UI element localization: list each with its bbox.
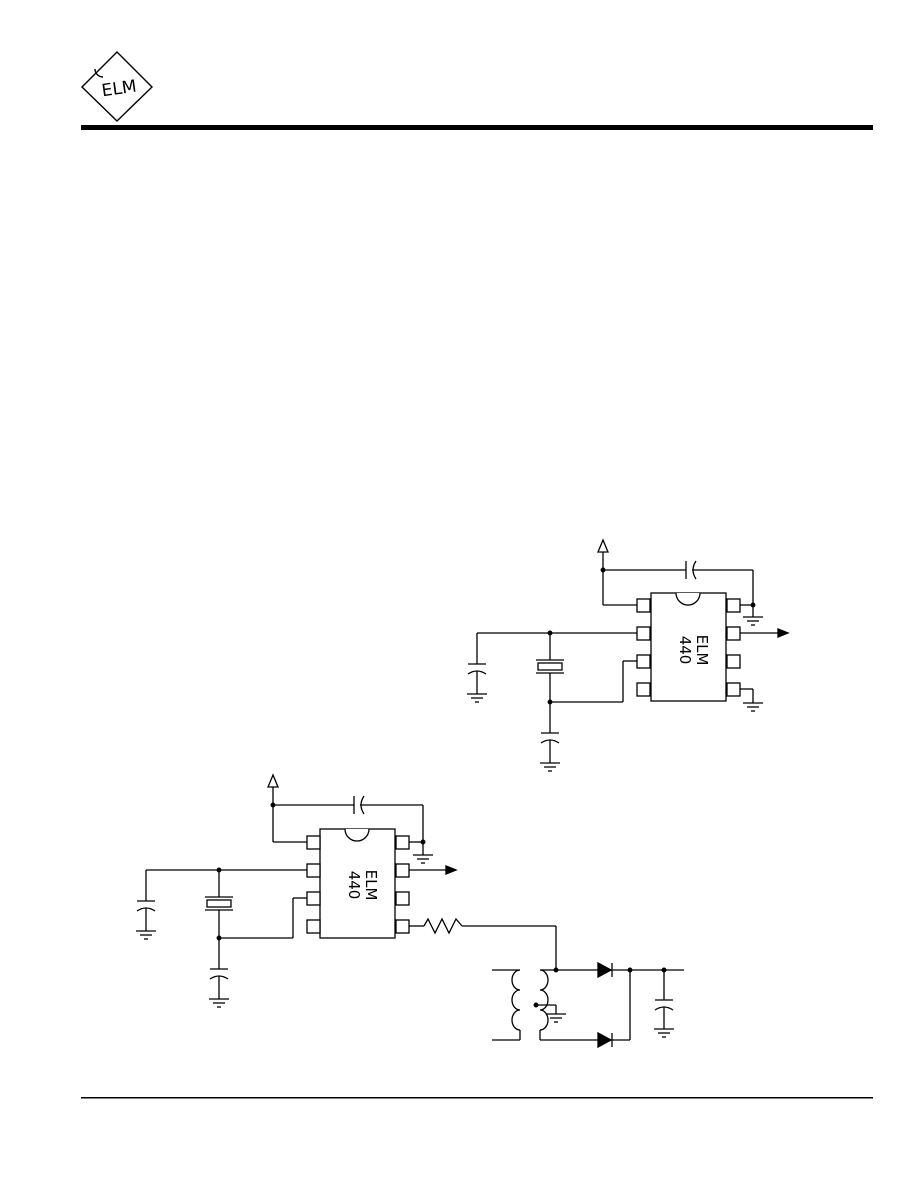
ic-pin xyxy=(636,598,651,613)
ic-pin xyxy=(395,891,410,906)
ic-pin xyxy=(395,835,410,850)
supply-arrow-icon xyxy=(267,773,279,805)
ground-icon xyxy=(540,762,560,772)
ic-package xyxy=(636,592,741,702)
ground-icon xyxy=(209,998,229,1008)
ground-icon xyxy=(743,702,763,712)
ic-pin xyxy=(306,919,321,934)
diode-icon xyxy=(597,1031,613,1049)
transformer-icon xyxy=(492,969,549,1041)
ground-icon xyxy=(413,854,433,864)
ic-pin xyxy=(726,654,741,669)
ic-b-part: 440 xyxy=(345,871,363,900)
crystal-icon xyxy=(536,659,564,674)
output-arrow-icon xyxy=(777,628,790,638)
ic-pin xyxy=(636,626,651,641)
ic-pin xyxy=(306,835,321,850)
ground-icon xyxy=(546,1013,566,1023)
diode-icon xyxy=(597,961,613,979)
ic-pin xyxy=(306,891,321,906)
ic-pin xyxy=(636,654,651,669)
ic-package xyxy=(306,828,410,939)
header-rule xyxy=(81,125,873,130)
output-arrow-icon xyxy=(445,865,458,875)
ic-a-name: ELM xyxy=(693,635,711,666)
ic-pin xyxy=(306,863,321,878)
logo: ELM xyxy=(81,51,153,122)
ic-pin xyxy=(395,863,410,878)
ic-b-name: ELM xyxy=(362,870,380,901)
logo-notch xyxy=(94,68,104,78)
ground-icon xyxy=(467,693,487,703)
ic-pin xyxy=(726,682,741,697)
supply-arrow-icon xyxy=(597,538,609,570)
ic-pin xyxy=(636,682,651,697)
ground-icon xyxy=(136,930,156,940)
ground-icon xyxy=(743,616,763,626)
ic-pin xyxy=(395,919,410,934)
footer-rule xyxy=(81,1097,873,1099)
ic-a-part: 440 xyxy=(676,636,694,665)
circuit-b xyxy=(136,773,684,1049)
ic-pin xyxy=(726,598,741,613)
crystal-icon xyxy=(205,896,233,911)
logo-text: ELM xyxy=(100,77,137,102)
ground-icon xyxy=(654,1028,674,1038)
resistor-icon xyxy=(423,917,463,935)
ic-pin xyxy=(726,626,741,641)
circuit-a xyxy=(467,538,790,772)
logo-diamond xyxy=(81,51,153,122)
